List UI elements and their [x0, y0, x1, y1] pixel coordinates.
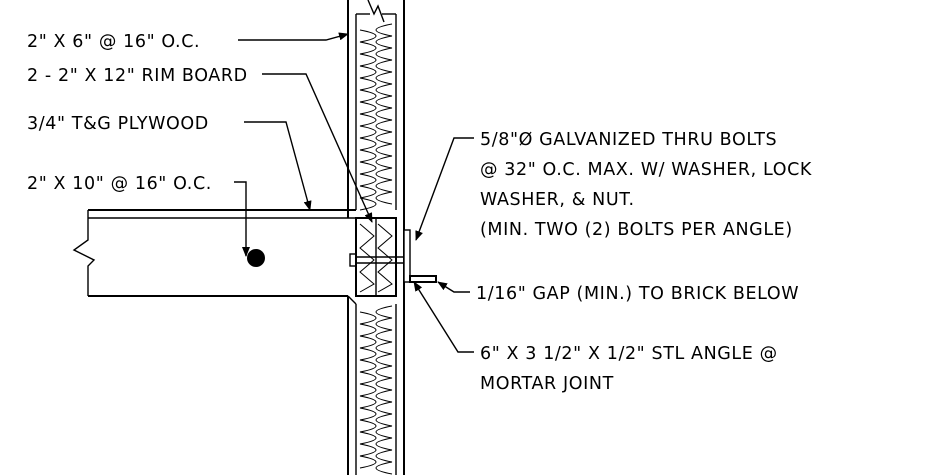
insulation-lower	[359, 311, 377, 469]
insulation-upper-back	[375, 23, 393, 205]
label-bolts-line-4: (MIN. TWO (2) BOLTS PER ANGLE)	[480, 220, 793, 240]
label-bolts-line-3: WASHER, & NUT.	[480, 190, 635, 210]
leader-gap	[437, 281, 470, 293]
rim-board-grain-left	[359, 223, 375, 293]
stud-wall	[347, 0, 405, 475]
leader-angle	[413, 281, 474, 353]
annotations: 2" x 6" @ 16" O.C. 2 - 2" x 12" RIM BOAR…	[27, 32, 812, 394]
insulation-upper	[359, 29, 377, 211]
leader-studs	[238, 32, 349, 41]
leader-plywood	[244, 121, 312, 211]
joist-centerline-dot	[247, 249, 265, 267]
label-plywood: 3/4" T&G PLYWOOD	[27, 114, 209, 134]
label-gap: 1/16" GAP (MIN.) TO BRICK BELOW	[476, 284, 799, 304]
steel-angle-horizontal-leg	[409, 275, 437, 283]
label-bolts-line-2: @ 32" O.C. MAX. W/ WASHER, LOCK	[480, 160, 812, 180]
bolt-and-angle	[349, 229, 437, 283]
leaders	[234, 32, 474, 353]
label-angle-line-1: 6" x 3 1/2" x 1/2" STL ANGLE @	[480, 344, 778, 364]
joist-break-symbol	[72, 210, 96, 296]
label-bolts-line-1: 5/8"Ø GALVANIZED THRU BOLTS	[480, 130, 777, 150]
bolt-head	[349, 253, 357, 267]
steel-angle-vertical-leg	[403, 229, 411, 283]
label-studs: 2" x 6" @ 16" O.C.	[27, 32, 200, 52]
label-angle-line-2: MORTAR JOINT	[480, 374, 614, 394]
break-line-symbol	[367, 0, 385, 23]
joist-wall-junction	[347, 295, 357, 305]
leader-rim-board	[262, 73, 373, 223]
leader-joists	[234, 181, 250, 257]
label-rim-board: 2 - 2" x 12" RIM BOARD	[27, 66, 248, 86]
leader-bolts	[415, 137, 474, 241]
rim-board-grain-right	[377, 223, 393, 293]
floor-framing	[72, 209, 357, 305]
insulation-lower-back	[375, 305, 393, 475]
label-joists: 2" x 10" @ 16" O.C.	[27, 174, 212, 194]
